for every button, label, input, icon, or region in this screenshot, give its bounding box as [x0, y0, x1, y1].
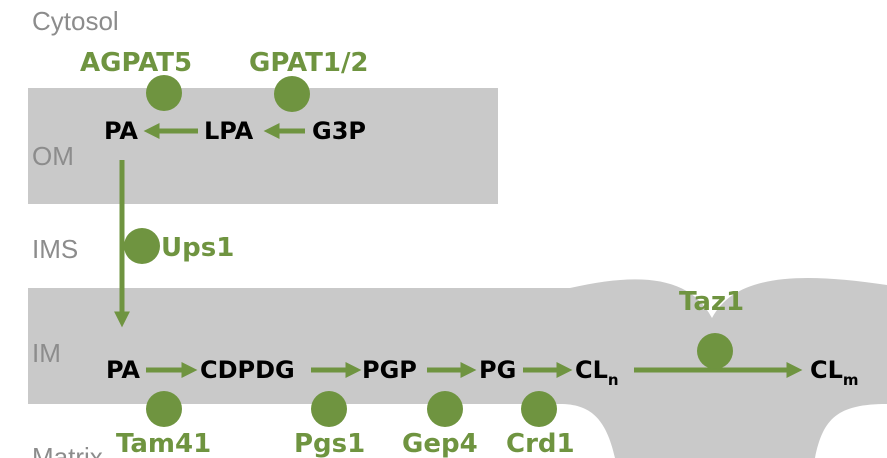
enzyme-dot-agpat5	[146, 75, 182, 111]
molecule-cl-m: CLm	[810, 356, 859, 389]
molecule-lpa: LPA	[204, 117, 254, 145]
region-label-matrix: Matrix	[32, 442, 103, 458]
enzyme-label-gep4: Gep4	[402, 429, 478, 458]
molecule-pg: PG	[479, 356, 516, 384]
region-label-im: IM	[32, 338, 61, 368]
region-label-cytosol: Cytosol	[32, 6, 119, 36]
enzyme-dot-crd1	[521, 391, 557, 427]
enzyme-dot-ups1	[124, 228, 160, 264]
molecule-cl-n-subscript: n	[608, 371, 619, 389]
molecule-cl-n-base: CL	[575, 356, 608, 384]
enzyme-label-pgs1: Pgs1	[294, 429, 365, 458]
molecule-pa-im: PA	[106, 356, 140, 384]
enzyme-dot-taz1	[697, 333, 733, 369]
enzyme-dot-tam41	[146, 391, 182, 427]
molecule-cl-m-subscript: m	[843, 371, 859, 389]
enzyme-label-taz1: Taz1	[679, 287, 744, 317]
enzyme-label-tam41: Tam41	[116, 429, 211, 458]
enzyme-label-crd1: Crd1	[506, 429, 575, 458]
molecule-g3p: G3P	[312, 117, 366, 145]
molecule-cl-n: CLn	[575, 356, 619, 389]
region-label-om: OM	[32, 141, 74, 171]
enzyme-label-agpat5: AGPAT5	[80, 48, 192, 78]
molecule-pgp: PGP	[362, 356, 417, 384]
outer-membrane	[28, 88, 498, 204]
molecule-cl-m-base: CL	[810, 356, 843, 384]
enzyme-dot-gep4	[427, 391, 463, 427]
region-label-ims: IMS	[32, 234, 78, 264]
enzyme-label-gpat: GPAT1/2	[249, 48, 369, 78]
enzyme-dot-pgs1	[311, 391, 347, 427]
enzyme-dot-gpat	[274, 76, 310, 112]
molecule-cdpdg: CDPDG	[200, 356, 295, 384]
enzyme-label-ups1: Ups1	[161, 233, 234, 263]
molecule-pa-om: PA	[104, 117, 138, 145]
